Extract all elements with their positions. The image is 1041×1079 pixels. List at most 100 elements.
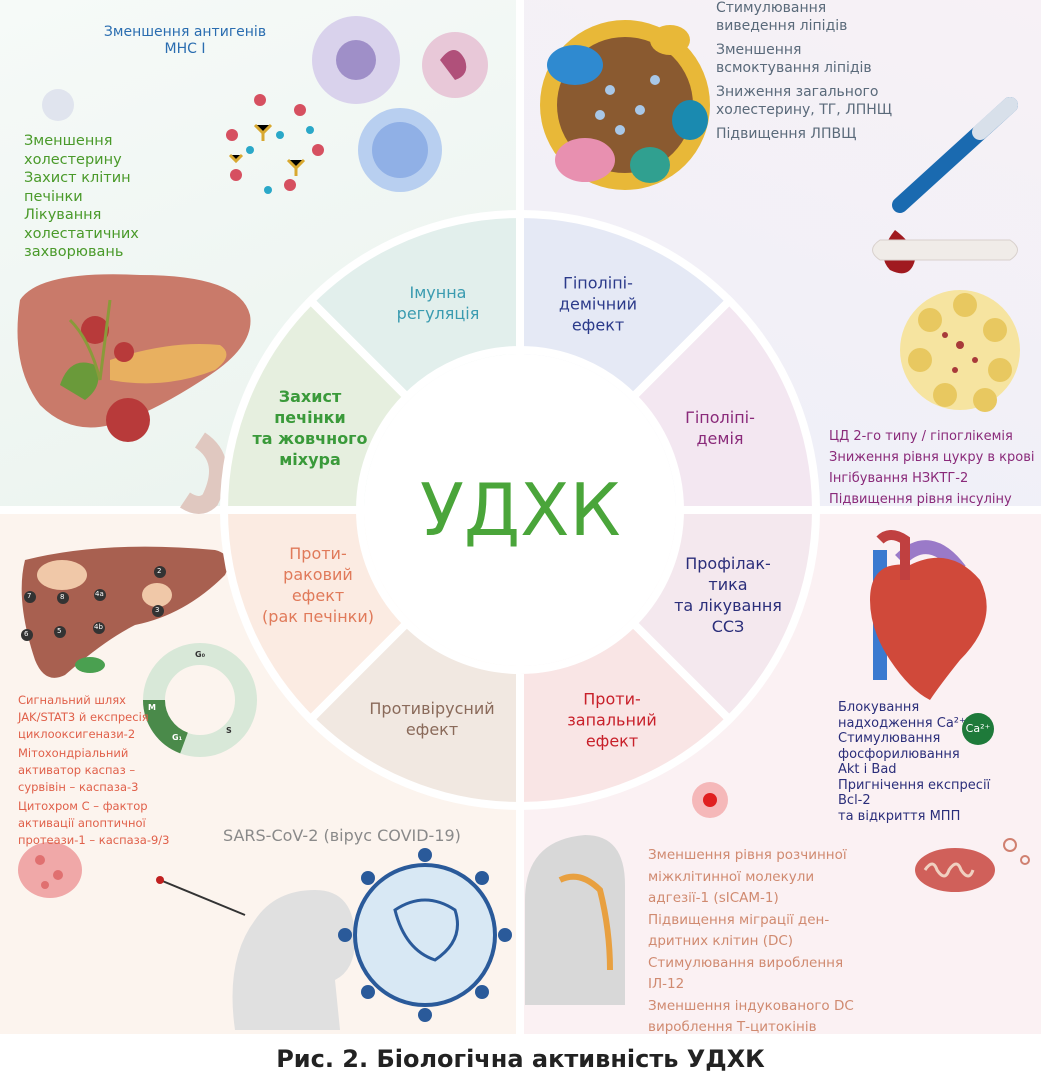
note-line: Зниження рівня цукру в крові — [829, 450, 1035, 465]
virus-illustration — [338, 848, 512, 1022]
label-line: та лікування — [674, 596, 782, 615]
note-line: дритних клітин (DC) — [648, 933, 794, 949]
segment-number: 4a — [95, 590, 104, 598]
note-line: активації апоптичної — [18, 816, 146, 830]
note-line: Сигнальний шлях — [18, 693, 126, 707]
note-line: холестерину, ТГ, ЛПНЩ — [716, 101, 893, 118]
note-line: Akt і Bad — [838, 762, 897, 777]
label-line: Проти- — [583, 689, 641, 709]
segment-hypoglycemia[interactable]: Гіполіпі-демія — [685, 407, 755, 449]
segment-number: 7 — [27, 592, 32, 600]
note-line: Підвищення ЛПВЩ — [716, 126, 857, 142]
note-line: ІЛ-12 — [648, 976, 685, 992]
label-line: демічний — [558, 294, 638, 314]
note-line: Стимулювання — [716, 0, 827, 16]
wheel-segment-cvd — [627, 506, 821, 725]
label-line: (рак печінки) — [262, 607, 374, 626]
segment-number: 3 — [155, 606, 160, 614]
note-line: Bcl-2 — [838, 793, 871, 808]
note-line: Зменшення — [24, 133, 113, 149]
wheel-segment-hypolip — [516, 209, 735, 403]
label-line: Імунна — [409, 283, 467, 302]
note-line: надходження Ca²⁺ — [838, 715, 966, 731]
note-line: Стимулювання вироблення — [648, 954, 844, 971]
virus-label: SARS-CoV-2 (вірус COVID-19) — [223, 826, 461, 845]
note-line: Зменшення антигенів — [103, 24, 267, 40]
wheel-segment-antiviral — [305, 617, 524, 811]
lipoprotein-illustration — [540, 20, 710, 190]
insulin-pen-illustration — [872, 97, 1018, 274]
note-line: Зниження загального — [716, 84, 879, 100]
segment-number: 8 — [60, 593, 65, 601]
liver-gallbladder-illustration — [17, 274, 251, 514]
note-line: адгезії-1 (sICAM-1) — [648, 890, 779, 906]
cell-cycle-g0: G₀ — [195, 650, 206, 659]
label-line: ефект — [585, 731, 639, 751]
note-line: протеази-1 – каспаза-9/3 — [18, 833, 170, 847]
note-item: Підвищення ЛПВЩ — [716, 126, 892, 144]
segment-number: 6 — [24, 630, 29, 638]
note-line: Пригнічення експресії — [838, 777, 991, 793]
note-line: всмоктування ліпідів — [716, 59, 872, 76]
note-line: Стимулювання — [838, 731, 941, 746]
note-line: захворювань — [24, 244, 124, 260]
note-line: холестерину — [24, 151, 122, 168]
label-line: ССЗ — [711, 617, 745, 636]
note-line: та відкриття МПП — [838, 808, 961, 824]
calcium-ion-badge: Ca²⁺ — [962, 713, 994, 745]
note-line: Блокування — [838, 700, 920, 715]
liver-segment-markers — [21, 566, 166, 641]
label-line: Профілак- — [685, 554, 771, 573]
label-line: демія — [696, 429, 744, 448]
label-line: міхура — [279, 450, 341, 469]
note-line: Підвищення рівня інсуліну — [829, 492, 1012, 507]
cell-cycle-s: S — [226, 726, 232, 735]
note-line: сурвівін – каспаза-3 — [18, 780, 139, 794]
label-line: Захист — [278, 387, 342, 406]
liver-segments-illustration — [21, 546, 229, 678]
note-line: ЦД 2-го типу / гіпоглікемія — [829, 429, 1013, 444]
note-line: виведення ліпідів — [716, 17, 848, 34]
note-line: JAK/STAT3 й експресія — [18, 710, 149, 724]
label-line: Проти- — [289, 544, 347, 563]
note-line: Захист клітин — [24, 170, 131, 186]
note-line: Лікування — [24, 207, 102, 223]
label-line: тика — [708, 575, 748, 594]
note-line: циклооксигенази-2 — [18, 727, 136, 741]
center-circle — [364, 354, 676, 666]
adipose-tissue-illustration — [900, 290, 1020, 412]
mitochondrion-illustration — [915, 838, 1030, 892]
note-line: фосфорилювання — [838, 746, 960, 762]
label-line: ефект — [571, 315, 625, 335]
note-line: Інгібування НЗКТГ-2 — [829, 471, 969, 486]
label-line: запальний — [567, 710, 657, 730]
label-line: раковий — [283, 565, 353, 584]
label-line: печінки — [274, 408, 346, 427]
cell-cycle-g1: G₁ — [172, 733, 183, 742]
label-line: ефект — [405, 720, 459, 739]
cell-cycle-m: M — [148, 703, 156, 712]
heart-illustration — [870, 530, 987, 700]
